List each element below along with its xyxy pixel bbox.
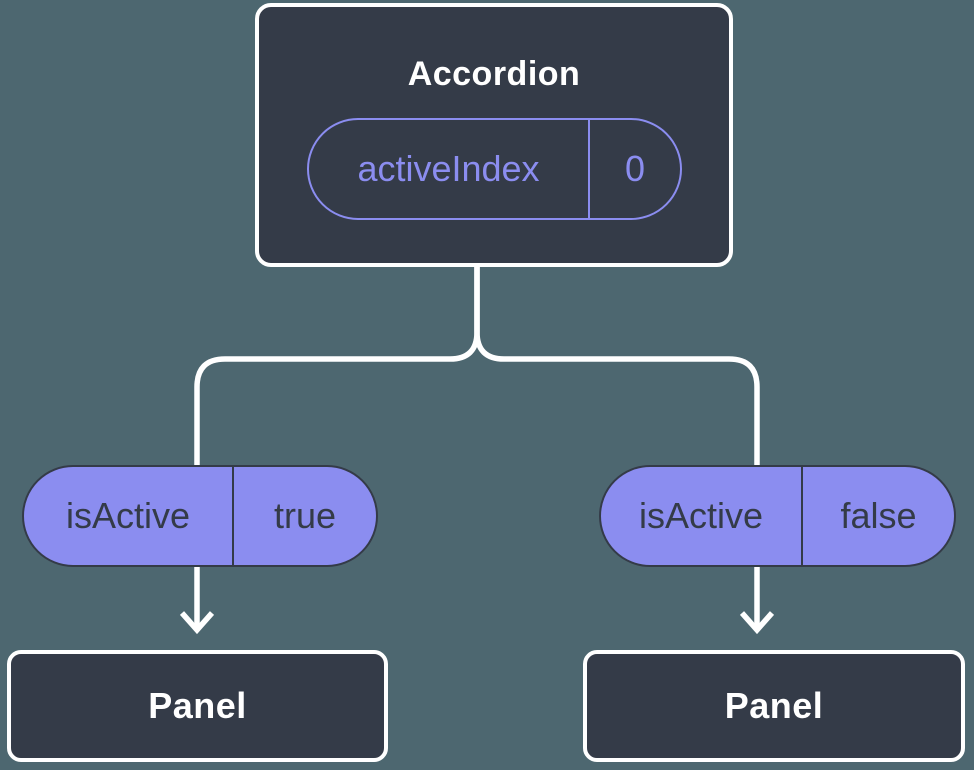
- prop-pill-isactive-true: isActive true: [22, 465, 378, 567]
- prop-pill-value: true: [273, 495, 337, 536]
- panel-node-left: Panel: [7, 650, 388, 762]
- prop-pill-isactive-false: isActive false: [599, 465, 956, 567]
- panel-node-title: Panel: [724, 685, 824, 726]
- prop-pill-name: isActive: [601, 467, 803, 565]
- arrow-down-right-icon: [739, 611, 775, 635]
- state-pill-activeindex: activeIndex 0: [307, 118, 682, 220]
- prop-pill-value: false: [840, 495, 917, 536]
- accordion-node: Accordion activeIndex 0: [255, 3, 733, 267]
- state-pill-name: activeIndex: [309, 120, 590, 218]
- prop-pill-name: isActive: [24, 467, 234, 565]
- panel-node-title: Panel: [148, 685, 247, 726]
- arrow-down-left-icon: [179, 611, 215, 635]
- accordion-node-title: Accordion: [407, 55, 581, 93]
- state-pill-value: 0: [624, 148, 646, 189]
- connector-left-branch: [194, 264, 480, 629]
- connector-right-branch: [474, 264, 760, 629]
- panel-node-right: Panel: [583, 650, 965, 762]
